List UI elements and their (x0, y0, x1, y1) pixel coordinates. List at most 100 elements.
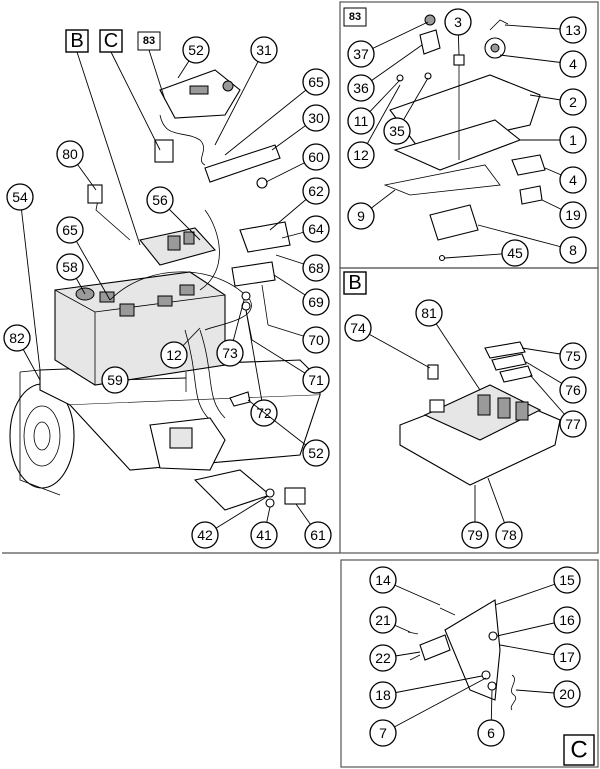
svg-text:17: 17 (559, 649, 575, 665)
terminal-strip (204, 144, 281, 183)
panel-b-frame (339, 267, 599, 554)
callout: 21 (369, 606, 411, 634)
callout: 11 (347, 79, 401, 135)
svg-text:80: 80 (62, 146, 78, 162)
svg-text:56: 56 (152, 192, 168, 208)
svg-text:7: 7 (379, 725, 387, 741)
callout: 74 (344, 314, 431, 369)
svg-text:58: 58 (62, 259, 78, 275)
svg-text:19: 19 (565, 207, 581, 223)
accelerator-pedal (193, 469, 272, 511)
callout: 12 (347, 84, 401, 169)
callout: 54 (6, 183, 41, 371)
switch-61 (284, 487, 306, 505)
callout: 14 (369, 566, 441, 606)
panel-b-label: B (348, 272, 361, 294)
svg-text:30: 30 (308, 110, 324, 126)
panel-83-label: 83 (349, 11, 361, 23)
svg-text:81: 81 (421, 305, 437, 321)
callout: 81 (415, 299, 481, 391)
svg-text:13: 13 (565, 22, 581, 38)
svg-text:1: 1 (569, 132, 577, 148)
callout: 80 (56, 140, 97, 191)
callout: 62 (269, 177, 330, 231)
svg-text:16: 16 (559, 612, 575, 628)
callout: 82 (3, 324, 41, 381)
svg-text:37: 37 (353, 46, 369, 62)
callout: 1 (520, 126, 587, 154)
panel-83-tag (343, 7, 367, 27)
svg-text:3: 3 (454, 14, 462, 30)
main-callouts: 52 31 65 30 60 80 54 56 62 64 65 68 58 6… (3, 36, 332, 549)
panel-c-callouts: 14 15 21 16 22 17 18 20 7 6 (369, 566, 581, 747)
callout: 77 (529, 374, 587, 438)
callout: 75 (521, 342, 587, 370)
switch-4 (511, 154, 546, 176)
callout: 16 (496, 606, 581, 637)
callout: 4 (544, 166, 587, 194)
callout: 41 (250, 506, 278, 549)
callout: 65 (56, 216, 111, 301)
callout: 42 (191, 495, 269, 549)
spring-20 (510, 674, 517, 711)
part-19 (519, 185, 543, 205)
switch-bracket (154, 139, 174, 163)
callout: 61 (295, 503, 332, 549)
callout: 17 (499, 643, 581, 671)
panel-c-drawing: C (407, 599, 595, 766)
callout: 9 (347, 189, 396, 230)
svg-text:54: 54 (12, 189, 28, 205)
callout: 59 (101, 366, 187, 394)
svg-text:52: 52 (308, 445, 324, 461)
svg-text:75: 75 (565, 348, 581, 364)
callout: 22 (369, 644, 421, 672)
callout: 37 (347, 21, 429, 68)
label-83-box: 83 (143, 35, 155, 47)
panel-b-callouts: 81 74 75 76 77 79 78 (344, 299, 587, 549)
svg-text:41: 41 (256, 527, 272, 543)
svg-text:60: 60 (308, 149, 324, 165)
svg-text:82: 82 (9, 330, 25, 346)
callout: 35 (383, 77, 429, 145)
connector-75 (484, 341, 526, 359)
svg-text:65: 65 (308, 74, 324, 90)
svg-text:12: 12 (353, 147, 369, 163)
solenoid-bracket (239, 221, 291, 253)
label-c-box: C (104, 30, 118, 52)
callout: 78 (487, 477, 523, 549)
callout: 45 (444, 239, 529, 267)
callout: 19 (541, 199, 587, 229)
callout: 7 (369, 677, 487, 747)
svg-text:15: 15 (559, 572, 575, 588)
svg-text:6: 6 (487, 725, 495, 741)
callout: 65 (224, 68, 330, 156)
svg-text:12: 12 (166, 347, 182, 363)
callout: 30 (271, 104, 330, 151)
svg-text:79: 79 (467, 527, 483, 543)
callout: 79 (461, 485, 489, 549)
callout: 3 (444, 8, 472, 56)
callout: 36 (347, 44, 423, 102)
callout: 70 (267, 324, 330, 354)
callout: 2 (529, 88, 587, 116)
callout: 13 (504, 16, 587, 44)
svg-text:45: 45 (507, 245, 523, 261)
gasket-9 (383, 164, 501, 196)
svg-text:4: 4 (569, 172, 577, 188)
svg-text:36: 36 (353, 80, 369, 96)
callout: 60 (265, 143, 330, 183)
callout: 31 (214, 36, 278, 146)
svg-text:71: 71 (308, 372, 324, 388)
callout: 52 (247, 399, 330, 467)
main-assembly-drawing (9, 69, 321, 511)
svg-text:11: 11 (354, 113, 369, 129)
callout: 6 (477, 689, 505, 747)
callout: 68 (275, 254, 330, 282)
bracket-8 (429, 204, 479, 241)
connector-80 (87, 184, 103, 204)
switch-36 (419, 29, 441, 55)
label-b-box: B (70, 30, 83, 52)
svg-text:22: 22 (375, 650, 391, 666)
fuse-74 (427, 364, 439, 380)
